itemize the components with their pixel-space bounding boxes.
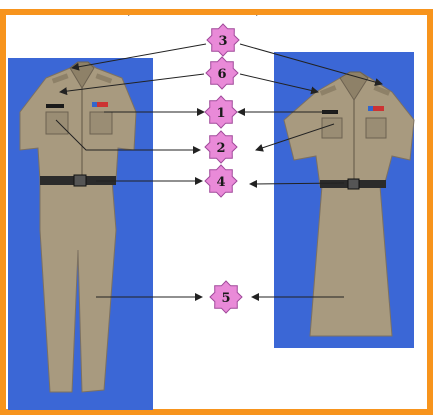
male-name-plate — [46, 104, 64, 108]
marker-label: 5 — [221, 291, 230, 306]
male-left-pocket — [46, 112, 68, 134]
marker-5: 5 — [210, 281, 242, 313]
marker-label: 2 — [216, 141, 225, 156]
marker-2: 2 — [205, 131, 237, 163]
male-right-pocket — [90, 112, 112, 134]
male-ribbon-blue — [92, 102, 97, 107]
female-right-pocket — [366, 118, 386, 138]
marker-label: 3 — [218, 34, 227, 49]
marker-1: 1 — [205, 96, 237, 128]
marker-4: 4 — [205, 165, 237, 197]
marker-6: 6 — [206, 57, 238, 89]
marker-3: 3 — [207, 24, 239, 56]
female-ribbon-blue — [368, 106, 373, 111]
marker-label: 6 — [217, 67, 226, 82]
marker-label: 4 — [216, 175, 225, 190]
marker-label: 1 — [216, 106, 225, 121]
male-buckle — [74, 175, 86, 186]
female-left-pocket — [322, 118, 342, 138]
female-skirt — [310, 186, 392, 336]
female-buckle — [348, 179, 359, 189]
